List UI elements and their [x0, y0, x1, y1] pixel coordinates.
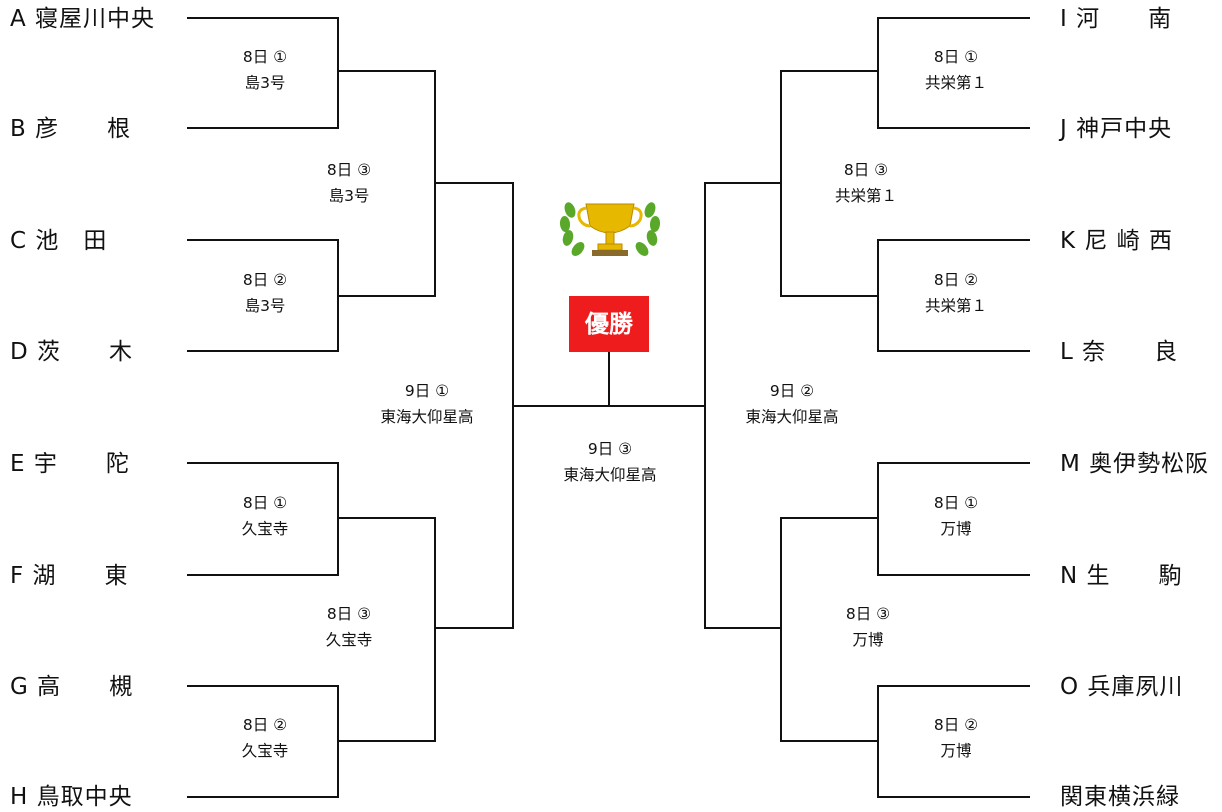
team-m: M 奥伊勢松阪: [1060, 451, 1210, 477]
match-day: 8日 ①: [933, 494, 979, 512]
match-day: 9日 ①: [404, 382, 450, 400]
team-h: H 鳥取中央: [10, 784, 133, 810]
match-day: 9日 ②: [769, 382, 815, 400]
match-label: 8日 ② 久宝寺: [185, 712, 345, 764]
final-match-label: 9日 ③ 東海大仰星高: [530, 436, 690, 488]
team-k: K 尼 崎 西: [1060, 228, 1174, 254]
team-l: L 奈 良: [1060, 339, 1179, 365]
match-label: 8日 ② 島3号: [185, 267, 345, 319]
match-venue: 東海大仰星高: [563, 466, 657, 484]
team-g: G 高 槻: [10, 674, 134, 700]
match-venue: 島3号: [244, 74, 286, 92]
match-day: 8日 ①: [242, 494, 288, 512]
match-venue: 久宝寺: [325, 631, 373, 649]
match-label: 8日 ② 万博: [876, 712, 1036, 764]
match-label: 9日 ① 東海大仰星高: [347, 378, 507, 430]
match-day: 8日 ①: [933, 48, 979, 66]
match-label: 8日 ③ 万博: [788, 601, 948, 653]
champion-badge: 優勝: [569, 296, 649, 352]
trophy-icon: [559, 202, 661, 256]
team-c: C 池 田: [10, 228, 108, 254]
match-day: 9日 ③: [587, 440, 633, 458]
match-venue: 島3号: [328, 187, 370, 205]
match-label: 8日 ③ 共栄第１: [786, 157, 946, 209]
team-p: 関東横浜緑: [1060, 784, 1180, 810]
match-label: 8日 ① 共栄第１: [876, 44, 1036, 96]
match-label: 8日 ① 久宝寺: [185, 490, 345, 542]
team-n: N 生 駒: [1060, 563, 1183, 589]
match-day: 8日 ②: [242, 716, 288, 734]
match-label: 8日 ① 島3号: [185, 44, 345, 96]
match-day: 8日 ③: [845, 605, 891, 623]
match-venue: 久宝寺: [241, 742, 289, 760]
match-venue: 共栄第１: [834, 187, 897, 205]
match-day: 8日 ②: [933, 716, 979, 734]
team-a: A 寝屋川中央: [10, 6, 156, 32]
match-day: 8日 ②: [242, 271, 288, 289]
match-venue: 共栄第１: [924, 74, 987, 92]
team-j: J 神戸中央: [1060, 116, 1173, 142]
team-o: O 兵庫夙川: [1060, 674, 1184, 700]
match-venue: 東海大仰星高: [745, 408, 839, 426]
match-label: 9日 ② 東海大仰星高: [712, 378, 872, 430]
bracket-line: [877, 17, 1030, 129]
match-day: 8日 ③: [326, 605, 372, 623]
bracket-line: [187, 17, 339, 129]
match-label: 8日 ① 万博: [876, 490, 1036, 542]
match-day: 8日 ③: [326, 161, 372, 179]
match-venue: 島3号: [244, 297, 286, 315]
match-label: 8日 ③ 久宝寺: [269, 601, 429, 653]
team-i: I 河 南: [1060, 6, 1173, 32]
match-venue: 万博: [940, 742, 972, 760]
bracket-line: [338, 517, 436, 742]
bracket-line: [780, 517, 878, 742]
match-venue: 万博: [852, 631, 884, 649]
match-venue: 久宝寺: [241, 520, 289, 538]
team-e: E 宇 陀: [10, 451, 130, 477]
team-d: D 茨 木: [10, 339, 134, 365]
match-venue: 万博: [940, 520, 972, 538]
match-venue: 共栄第１: [924, 297, 987, 315]
match-day: 8日 ①: [242, 48, 288, 66]
match-label: 8日 ③ 島3号: [269, 157, 429, 209]
match-day: 8日 ②: [933, 271, 979, 289]
team-b: B 彦 根: [10, 116, 132, 142]
match-venue: 東海大仰星高: [380, 408, 474, 426]
match-label: 8日 ② 共栄第１: [876, 267, 1036, 319]
match-day: 8日 ③: [843, 161, 889, 179]
team-f: F 湖 東: [10, 563, 129, 589]
